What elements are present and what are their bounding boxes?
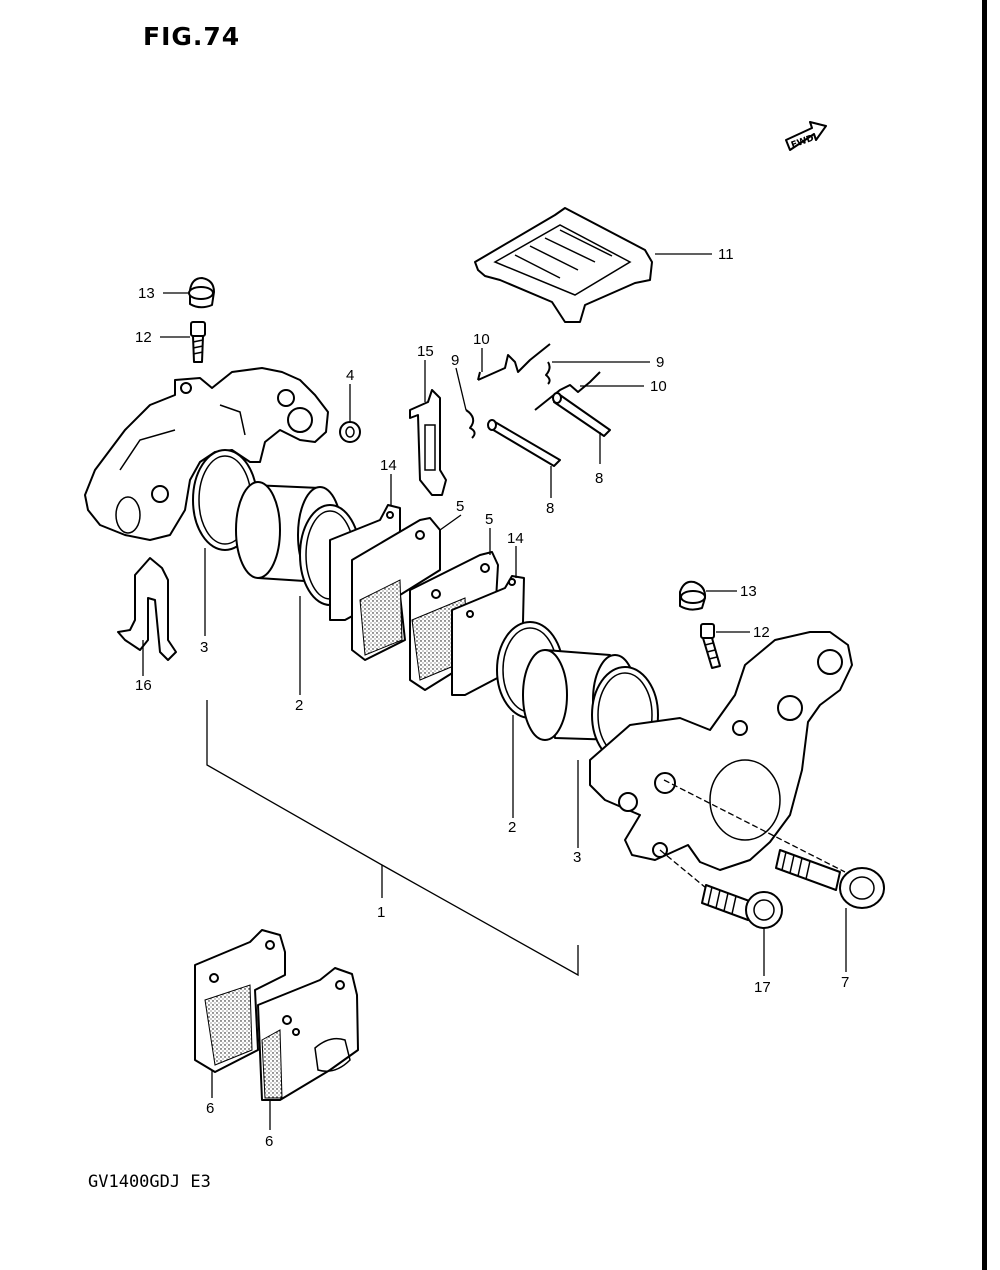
label-8-right: 8 — [595, 470, 603, 487]
label-5-right: 5 — [485, 511, 493, 528]
label-13-left: 13 — [138, 285, 155, 302]
model-code: GV1400GDJ E3 — [88, 1172, 211, 1192]
label-10-left: 10 — [473, 331, 490, 348]
label-16: 16 — [135, 677, 152, 694]
label-12-left: 12 — [135, 329, 152, 346]
label-8-left: 8 — [546, 500, 554, 517]
pad-pin-lower — [487, 419, 561, 467]
washer — [339, 421, 361, 443]
brake-pad-spare-lower — [257, 967, 359, 1101]
label-10-right: 10 — [650, 378, 667, 395]
label-7: 7 — [841, 974, 849, 991]
label-14-right: 14 — [507, 530, 524, 547]
label-11: 11 — [718, 246, 734, 263]
fwd-arrow-icon: FWD — [785, 121, 827, 151]
spring-10-left — [477, 343, 551, 381]
caliper-bolt-17 — [701, 884, 783, 929]
bleeder-cap-left — [188, 277, 215, 309]
label-5-left: 5 — [456, 498, 464, 515]
label-6-upper: 6 — [206, 1100, 214, 1117]
bleeder-cap-right — [679, 580, 707, 611]
caliper-body-left — [84, 367, 329, 541]
figure-title: FIG.74 — [143, 22, 241, 51]
bleeder-valve-left — [190, 321, 206, 363]
label-4: 4 — [346, 367, 354, 384]
label-14-left: 14 — [380, 457, 397, 474]
leader-lines — [142, 253, 847, 1130]
label-12-right: 12 — [753, 624, 770, 641]
caliper-body-right — [589, 631, 853, 871]
pad-pin-upper — [552, 392, 611, 437]
clip-9-right — [545, 361, 551, 385]
spring-10-right — [534, 371, 601, 411]
label-13-right: 13 — [740, 583, 757, 600]
brake-pad-left — [351, 517, 441, 661]
callout-labels: 11 13 12 4 15 9 10 9 10 8 8 14 5 5 14 3 … — [135, 246, 849, 1150]
label-2-left: 2 — [295, 697, 303, 714]
label-15: 15 — [417, 343, 434, 360]
bleeder-valve-right — [700, 623, 721, 669]
label-3-left: 3 — [200, 639, 208, 656]
label-2-right: 2 — [508, 819, 516, 836]
label-9-right: 9 — [656, 354, 664, 371]
pad-spring-16 — [117, 557, 177, 661]
label-17: 17 — [754, 979, 771, 996]
label-3-right: 3 — [573, 849, 581, 866]
caliper-bolt-7 — [775, 849, 885, 909]
label-9-left: 9 — [451, 352, 459, 369]
pad-cover — [474, 207, 653, 323]
page-border — [982, 0, 987, 1270]
label-1: 1 — [377, 904, 385, 921]
label-6-lower: 6 — [265, 1133, 273, 1150]
brake-pad-spare-upper — [194, 929, 286, 1073]
clip-9-left — [465, 409, 476, 439]
pad-spring-15 — [409, 389, 447, 496]
